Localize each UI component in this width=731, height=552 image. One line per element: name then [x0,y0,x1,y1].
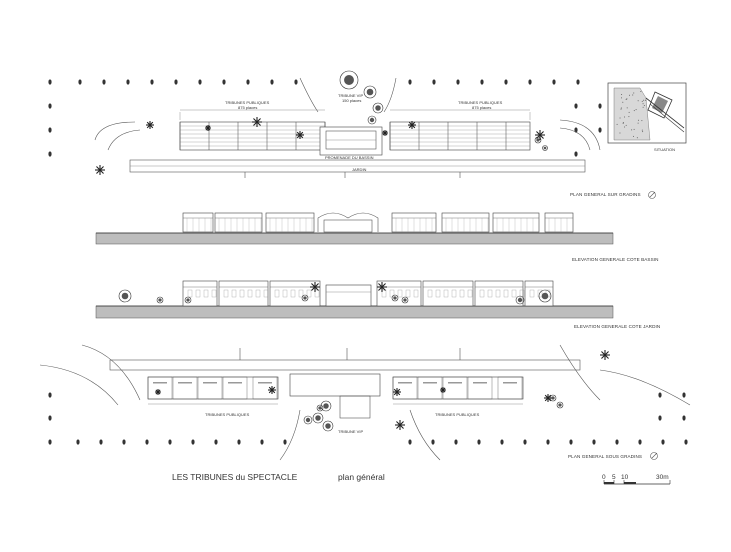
sheet-subtitle: plan général [338,472,385,482]
situation-map: SITUATION [608,83,686,152]
label-tribunes-low-right: TRIBUNES PUBLIQUES [435,412,480,417]
label-tribunes-left-places: 875 places [238,105,257,110]
view-title-plan-sur: PLAN GENERAL SUR GRADINS [570,192,641,197]
scale-tick-0: 0 [602,474,606,481]
label-tribunes-right-places: 875 places [472,105,491,110]
plan-sous-gradins: TRIBUNES PUBLIQUES TRIBUNES PUBLIQUES TR… [40,345,690,460]
scale-tick-30m: 30m [656,474,669,481]
scale-tick-10: 10 [621,474,629,481]
view-title-situation: SITUATION [654,147,675,152]
view-title-elev-jardin: ELEVATION GENERALE COTE JARDIN [574,324,660,329]
label-tribunes-low-left: TRIBUNES PUBLIQUES [205,412,250,417]
elevation-cote-bassin: ELEVATION GENERALE COTE BASSIN [96,213,659,262]
label-tribune-vip-low: TRIBUNE VIP [338,429,363,434]
plan-sur-gradins: TRIBUNES PUBLIQUES 875 places TRIBUNES P… [48,78,655,199]
view-title-plan-sous: PLAN GENERAL SOUS GRADINS [568,454,642,459]
elevation-cote-jardin: ELEVATION GENERALE COTE JARDIN [96,281,660,329]
sheet-title: LES TRIBUNES du SPECTACLE [172,472,298,482]
label-promenade: PROMENADE DU BASSIN [325,155,374,160]
scale-tick-5: 5 [612,474,616,481]
label-jardin: JARDIN [352,167,367,172]
scale-bar: 0 5 10 30m [602,474,670,484]
label-tribune-vip-places: 150 places [342,98,361,103]
view-title-elev-bassin: ELEVATION GENERALE COTE BASSIN [572,257,659,262]
tree-row-bottom [48,392,687,444]
